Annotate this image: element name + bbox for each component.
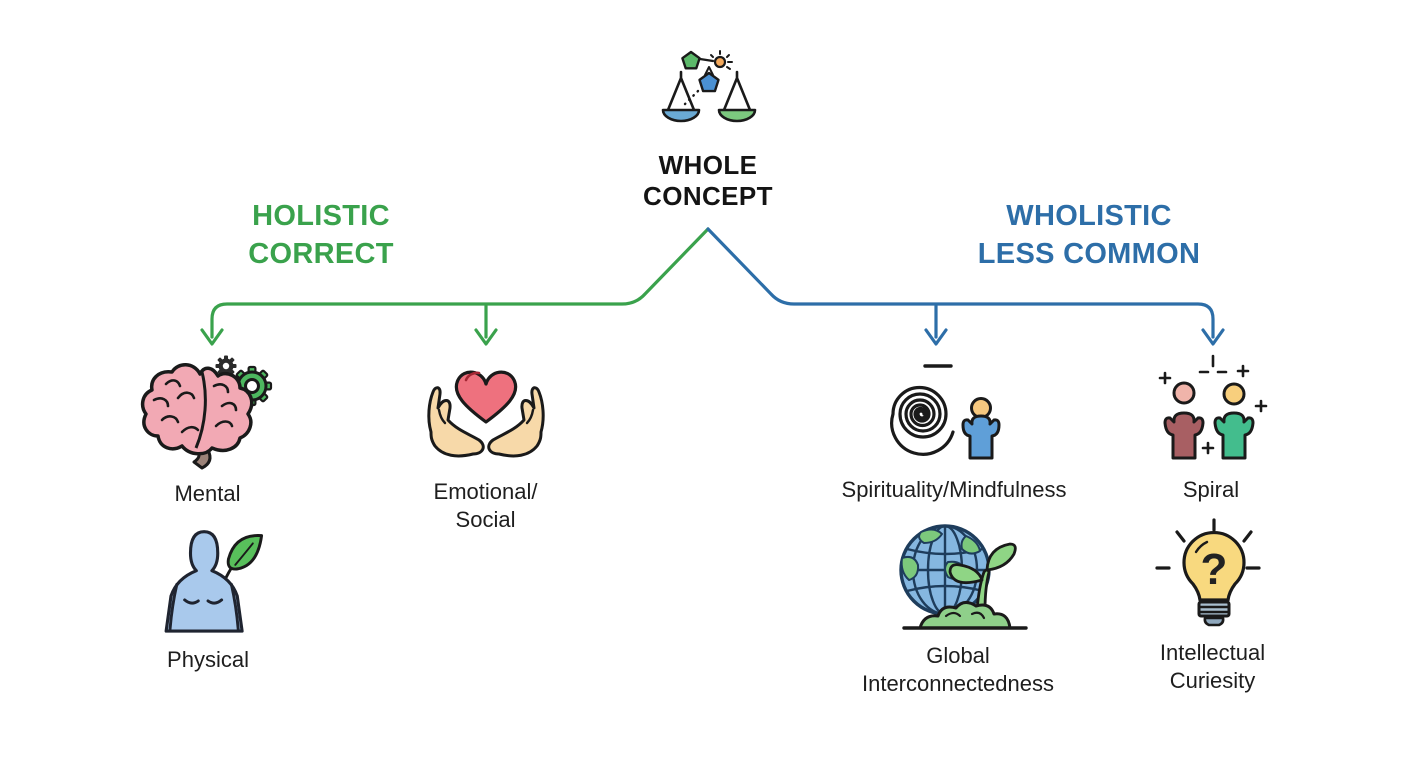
node-global-interconnectedness: Global Interconnectedness	[838, 516, 1078, 698]
sprout-plant	[948, 542, 1017, 612]
arrow-down-icon	[200, 328, 224, 346]
balance-scale-icon	[661, 50, 756, 123]
node-label: Emotional/ Social	[433, 479, 538, 532]
right-heading-line1: WHOLISTIC	[1006, 200, 1172, 232]
brain-shape	[140, 363, 253, 456]
arrow-down-icon	[1201, 328, 1225, 346]
node-label: Global Interconnectedness	[861, 643, 1055, 696]
person-figure	[961, 397, 1000, 460]
lightbulb-question-icon: ?	[1154, 518, 1261, 627]
heart-shape	[454, 370, 517, 424]
grass-mound	[918, 601, 1012, 630]
left-branch-heading: HOLISTIC CORRECT	[170, 198, 472, 273]
node-physical: Physical	[143, 522, 273, 674]
node-label: Mental	[174, 481, 241, 506]
root-title-line1: WHOLE	[658, 150, 758, 180]
left-heading-line2: CORRECT	[248, 237, 394, 270]
spiral-person-icon	[889, 364, 1000, 460]
root-node	[606, 50, 811, 142]
torso-shape	[164, 530, 244, 633]
blue-pentagon	[697, 71, 720, 93]
right-scale	[717, 70, 756, 123]
right-heading-line2: LESS COMMON	[977, 237, 1201, 270]
left-scale	[661, 70, 700, 123]
person-left	[1163, 381, 1204, 460]
right-hand	[486, 386, 545, 458]
node-intellectual-curiesity: ? Intellectual Curiesity	[1150, 516, 1275, 695]
right-branch-heading: WHOLISTIC LESS COMMON	[938, 198, 1240, 273]
body-leaf-icon	[164, 530, 263, 633]
person-right	[1213, 382, 1254, 460]
node-spirituality-mindfulness: Spirituality/Mindfulness	[841, 354, 1067, 504]
node-emotional-social: Emotional/ Social	[413, 360, 558, 534]
brain-gears-icon	[140, 355, 272, 470]
node-spiral: Spiral	[1147, 352, 1275, 504]
arrow-down-icon	[474, 328, 498, 346]
green-pentagon	[680, 50, 701, 70]
sparkle-icons	[1158, 354, 1267, 455]
bulb-shape: ?	[1181, 530, 1246, 602]
node-label: Intellectual Curiesity	[1159, 640, 1266, 693]
sun-spark	[709, 50, 733, 70]
left-branch-line	[200, 227, 710, 346]
light-rays	[1154, 518, 1261, 570]
globe-plant-icon	[899, 524, 1028, 630]
left-heading-line1: HOLISTIC	[252, 200, 390, 232]
two-people-icon	[1158, 354, 1267, 460]
small-gear-icon	[215, 355, 236, 377]
hands-heart-icon	[426, 370, 545, 458]
node-label: Spirituality/Mindfulness	[841, 477, 1067, 502]
root-title-line2: CONCEPT	[643, 181, 773, 212]
arrow-down-icon	[924, 328, 948, 346]
leaf-shape	[223, 534, 263, 580]
right-branch-line	[706, 227, 1225, 346]
node-mental: Mental	[135, 350, 280, 508]
bulb-base	[1197, 600, 1230, 627]
node-label: Spiral	[1182, 477, 1240, 502]
question-mark: ?	[1200, 545, 1227, 594]
left-hand	[426, 386, 485, 458]
root-title: WHOLE CONCEPT	[608, 150, 808, 212]
spiral-shape	[889, 385, 955, 456]
node-label: Physical	[167, 647, 249, 672]
